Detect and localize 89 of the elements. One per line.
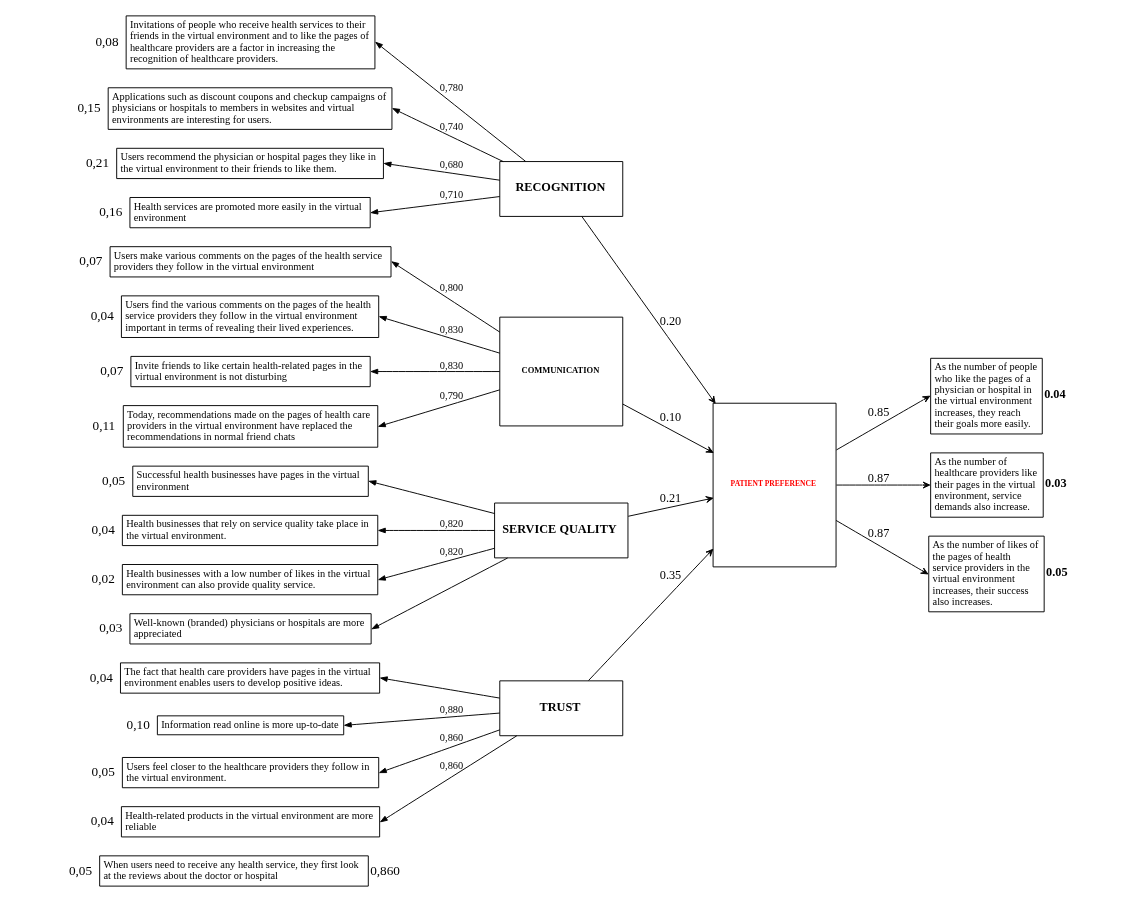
node-label: 0,05 [91,764,115,780]
arrow [378,527,495,534]
node-box: RECOGNITION [499,161,624,217]
edge-label: 0,710 [439,189,464,201]
node-label: 0,07 [79,253,103,269]
arrow [391,261,501,333]
arrow [380,735,518,823]
node-box: COMMUNICATION [499,316,624,427]
node-label: 0,08 [95,33,119,49]
node-label: 0.04 [1044,387,1066,402]
edge-label: 0,860 [439,759,464,771]
node-box: As the number of healthcare providers like their pages in the virtual environment, service demands also increase. [930,452,1044,518]
node-label: 0,04 [90,813,114,829]
edge-label: 0,680 [439,158,464,170]
node-label: 0,15 [77,100,101,116]
node-box: Users feel closer to the healthcare providers they follow in the virtual environment. [121,757,380,789]
arrow [378,389,501,428]
node-box: When users need to receive any health service, they first look at the reviews about the doctor or hospital [99,855,369,887]
edge-label: 0,800 [439,281,464,293]
node-box: Users make various comments on the pages of the health service providers they follow in the virtual environment [109,246,392,278]
node-box: TRUST [499,680,624,737]
node-box: Health businesses with a low number of likes in the virtual environment can also provide quality service. [121,564,379,596]
edge-label: 0,740 [439,121,464,133]
edge-label: 0,820 [439,545,464,557]
edge-label: 0.21 [659,490,682,505]
node-box: Successful health businesses have pages in the virtual environment [132,465,369,497]
node-box: Today, recommendations made on the pages of health care providers in the virtual environment have replaced the recommendations in normal friend chats [122,405,379,448]
arrow [836,395,931,451]
edge-label: 0,780 [439,82,464,94]
node-label: 0,10 [126,716,150,732]
edge-label: 0,880 [439,703,464,715]
arrow [380,676,501,699]
arrow [392,108,504,162]
edge-label: 0.87 [867,525,890,540]
arrow [588,548,714,681]
edge-label: 0,820 [439,518,464,530]
node-label: 0,16 [99,204,123,220]
node-label: 0,03 [99,620,123,636]
node-label: 0,04 [91,521,115,537]
node-label: 0,04 [90,308,114,324]
node-label: 0,07 [100,363,124,379]
arrow [370,368,501,375]
arrow [375,41,527,162]
node-box: Health-related products in the virtual environment are more reliable [120,806,381,838]
arrow [379,315,501,354]
arrow [379,729,501,774]
node-label: 0,05 [102,472,126,488]
arrow [627,496,714,517]
arrow [581,216,716,404]
arrow [835,519,929,575]
node-box: As the number of people who like the pages of a physician or hospital in the virtual environment increases, they reach their goals more easily. [930,357,1043,435]
node-label: 0,860 [370,862,400,878]
edge-label: 0.35 [659,568,682,583]
node-box: Information read online is more up-to-date [156,715,345,736]
arrow [370,196,501,215]
node-box: SERVICE QUALITY [494,502,629,559]
arrow [383,161,501,181]
edge-label: 0,830 [439,359,464,371]
node-box: Invitations of people who receive health services to their friends in the virtual environment and to like the pages of healthcare providers are a factor in increasing the recognition of healthcare providers. [125,15,376,70]
arrow [836,481,931,489]
node-box: Health businesses that rely on service quality take place in the virtual environment. [121,514,379,547]
edge-label: 0,830 [439,323,464,335]
edge-label: 0,860 [439,732,464,744]
node-box: Users recommend the physician or hospital pages they like in the virtual environment to their friends to like them. [116,147,384,180]
node-box: Applications such as discount coupons and checkup campaigns of physicians or hospitals to members in websites and virtual environments are interesting for users. [107,87,393,130]
node-box: Health services are promoted more easily in the virtual environment [129,197,371,229]
edge-label: 0,790 [439,389,464,401]
node-box: As the number of likes of the pages of health service providers in the virtual environment increases, their success also increases. [928,535,1045,613]
node-box: Well-known (branded) physicians or hospitals are more appreciated [129,613,372,645]
edge-label: 0.85 [867,405,890,420]
node-box: The fact that health care providers have pages in the virtual environment enables users to develop positive ideas. [120,662,381,694]
node-box: Invite friends to like certain health-related pages in the virtual environment is not disturbing [130,355,371,388]
edge-label: 0.87 [867,470,890,485]
node-label: 0.03 [1045,476,1067,491]
arrow [622,403,714,453]
edge-label: 0.10 [659,410,682,425]
node-label: 0,21 [85,154,110,170]
node-box: PATIENT PREFERENCE [712,402,837,568]
node-label: 0,02 [91,571,115,587]
arrow [371,557,509,630]
node-label: 0.05 [1046,565,1068,580]
node-box: Users find the various comments on the pages of the health service providers they follow in the virtual environment important in terms of revealing their lived experiences. [120,295,380,338]
arrow [378,547,495,581]
node-label: 0,05 [68,862,93,878]
edge-label: 0.20 [659,313,682,328]
node-label: 0,11 [92,417,116,433]
node-label: 0,04 [89,669,113,685]
arrow [368,480,496,514]
arrow [344,712,501,728]
